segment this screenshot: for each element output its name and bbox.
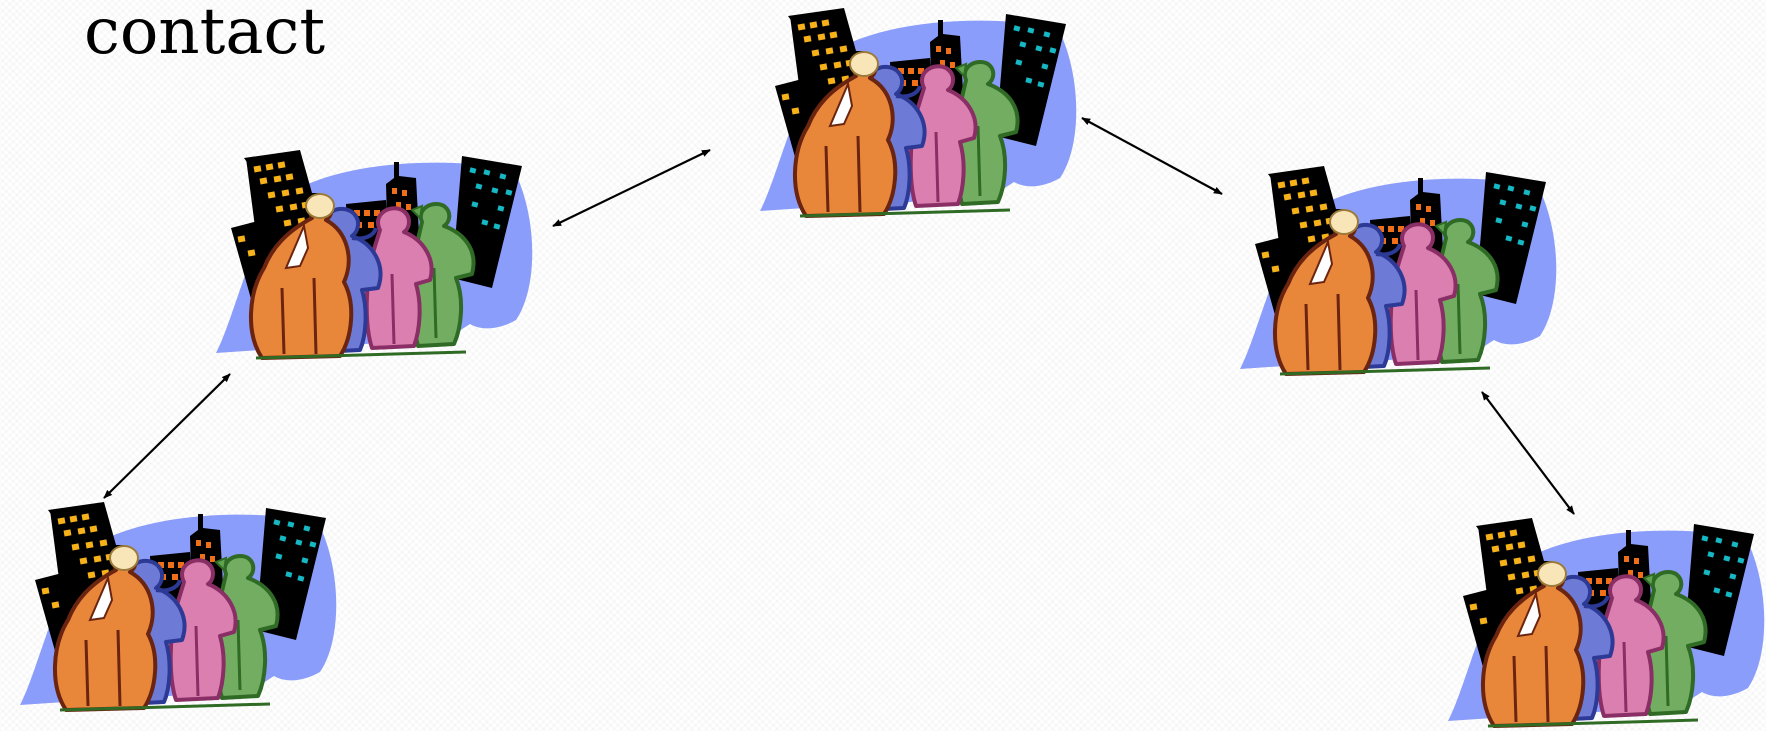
- group-node-4: [18, 500, 339, 712]
- contact-arrow-4: [103, 373, 231, 499]
- contact-arrow-2: [1081, 117, 1223, 195]
- contact-arrow-3: [1481, 391, 1575, 515]
- contact-arrow-1: [552, 149, 711, 227]
- group-node-5: [1446, 516, 1766, 728]
- group-node-3: [1238, 164, 1559, 376]
- slide-title: contact: [84, 0, 326, 69]
- group-node-1: [214, 148, 535, 360]
- group-node-2: [758, 6, 1079, 218]
